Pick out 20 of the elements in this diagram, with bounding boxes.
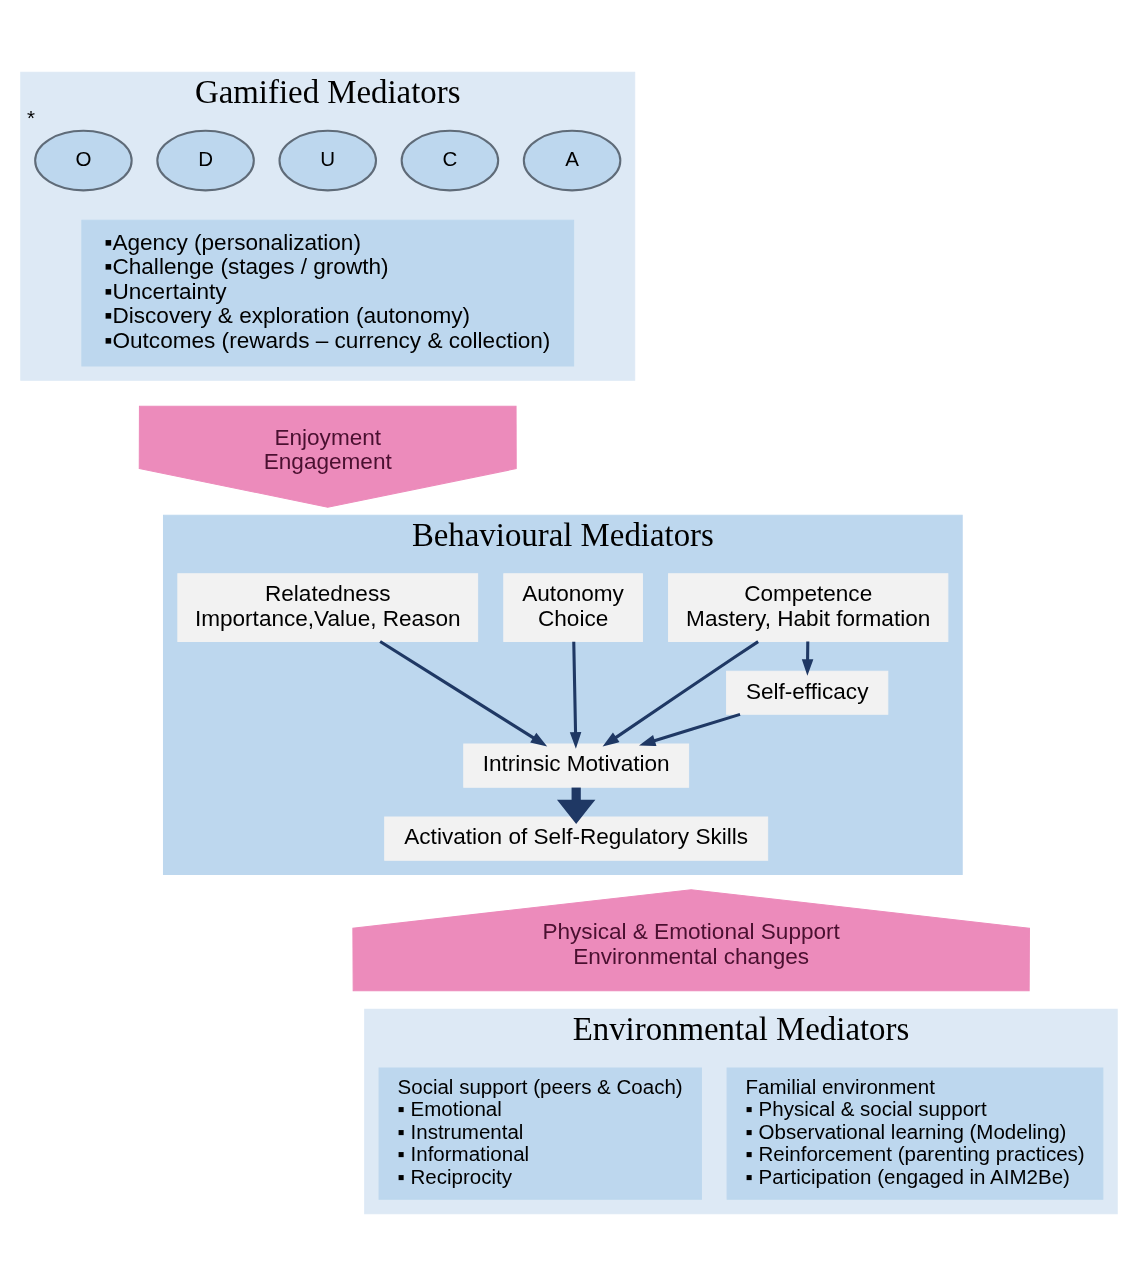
node-box: Self-efficacy	[726, 670, 889, 715]
node-box: Activation of Self-Regulatory Skills	[384, 816, 769, 861]
node-box: Familial environment ▪ Physical & social support ▪ Observational learning (Modeling) ▪ Reinforcement (parenting practices) ▪ Participation (engaged in AIM2Be)	[726, 1066, 1104, 1200]
node-box: Competence Mastery, Habit formation	[668, 572, 949, 642]
node-box: ▪Agency (personalization) ▪Challenge (stages / growth) ▪Uncertainty ▪Discovery & exploration (autonomy) ▪Outcomes (rewards – currency & collection)	[81, 219, 575, 366]
node-label: *	[27, 105, 36, 129]
node-box: Social support (peers & Coach) ▪ Emotional ▪ Instrumental ▪ Informational ▪ Reciprocity	[378, 1066, 702, 1200]
arrow	[639, 712, 741, 746]
node-box: Relatedness Importance,Value, Reason	[177, 572, 479, 642]
node-ellipse: A	[522, 129, 622, 191]
arrow	[801, 640, 814, 676]
node-ellipse: C	[400, 129, 500, 191]
node-ellipse: U	[278, 129, 377, 191]
node-box: Intrinsic Motivation	[463, 743, 690, 788]
arrow	[379, 639, 548, 746]
arrow	[602, 639, 759, 747]
arrow	[569, 641, 582, 749]
node-box: Autonomy Choice	[503, 572, 643, 642]
node-ellipse: O	[34, 129, 133, 191]
node-ellipse: D	[156, 129, 255, 191]
